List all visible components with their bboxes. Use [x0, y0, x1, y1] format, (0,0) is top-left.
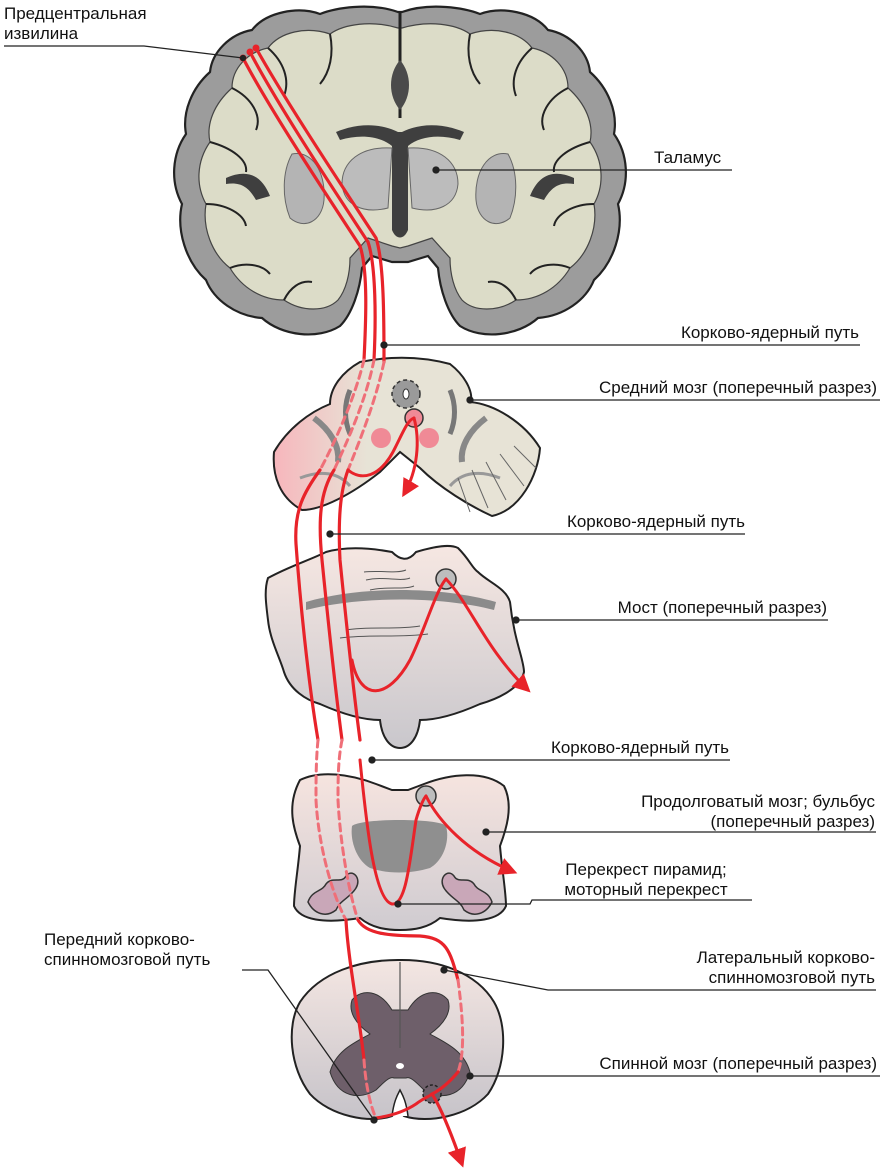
label-anterior-line1: Передний корково- — [44, 930, 210, 950]
label-pons: Мост (поперечный разрез) — [618, 598, 827, 618]
label-precentral-line1: Предцентральная — [4, 4, 147, 24]
midbrain-section — [274, 358, 540, 516]
label-corticonuclear-3: Корково-ядерный путь — [551, 738, 729, 758]
label-corticonuclear-1: Корково-ядерный путь — [681, 323, 859, 343]
label-precentral-gyrus: Предцентральная извилина — [4, 4, 147, 44]
label-medulla: Продолговатый мозг; бульбус (поперечный … — [641, 792, 875, 832]
spinal-cord-section — [292, 960, 503, 1119]
label-medulla-line1: Продолговатый мозг; бульбус — [641, 792, 875, 812]
label-precentral-line2: извилина — [4, 24, 147, 44]
label-thalamus: Таламус — [654, 148, 721, 168]
label-anterior-tract: Передний корково- спинномозговой путь — [44, 930, 210, 970]
label-spinal-cord: Спинной мозг (поперечный разрез) — [599, 1054, 877, 1074]
label-anterior-line2: спинномозговой путь — [44, 950, 210, 970]
red-nucleus-left — [371, 428, 391, 448]
label-lateral-line2: спинномозговой путь — [697, 968, 875, 988]
label-midbrain: Средний мозг (поперечный разрез) — [599, 378, 877, 398]
label-corticonuclear-2: Корково-ядерный путь — [567, 512, 745, 532]
label-decussation-line2: моторный перекрест — [536, 880, 756, 900]
label-medulla-line2: (поперечный разрез) — [641, 812, 875, 832]
label-lateral-line1: Латеральный корково- — [697, 948, 875, 968]
label-lateral-tract: Латеральный корково- спинномозговой путь — [697, 948, 875, 988]
red-nucleus-right — [419, 428, 439, 448]
label-pyramidal-decussation: Перекрест пирамид; моторный перекрест — [536, 860, 756, 900]
label-decussation-line1: Перекрест пирамид; — [536, 860, 756, 880]
leader-precentral — [4, 46, 243, 58]
